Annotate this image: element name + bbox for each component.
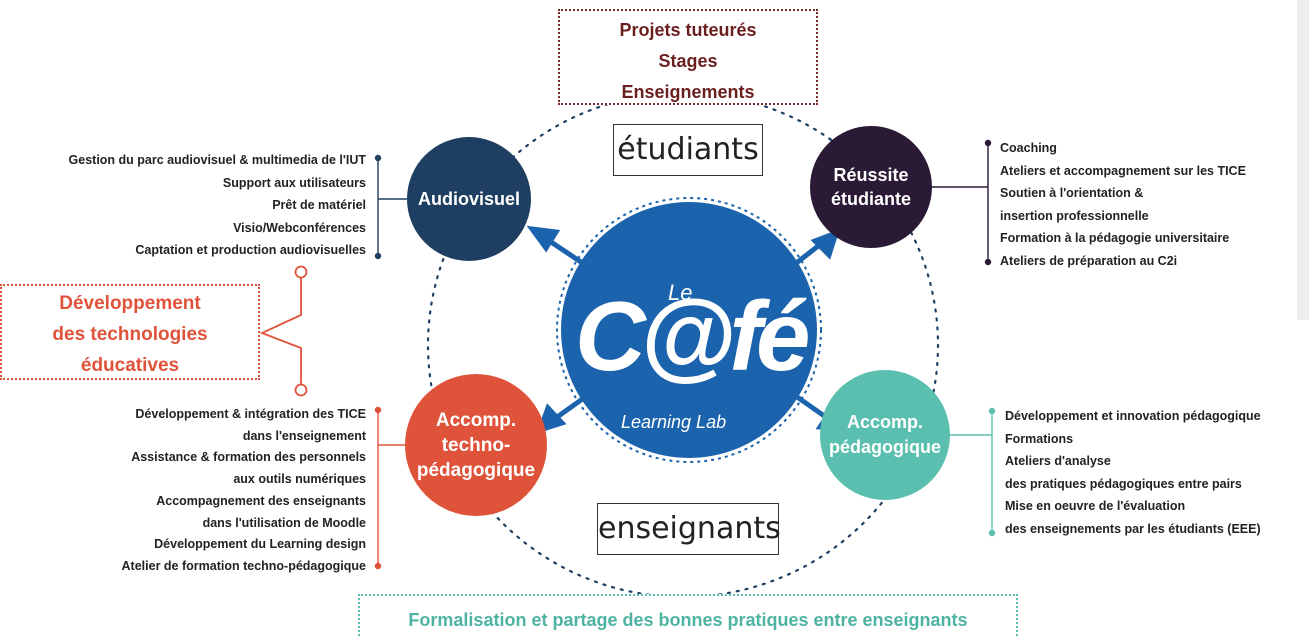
list-item: Captation et production audiovisuelles bbox=[135, 243, 366, 257]
techno-title: Accomp. techno- pédagogique bbox=[405, 374, 547, 516]
list-item: dans l'enseignement bbox=[242, 428, 366, 443]
list-item: Prêt de matériel bbox=[272, 198, 366, 212]
audiovisuel-bracket bbox=[374, 154, 407, 260]
list-item: Ateliers d'analyse bbox=[1005, 454, 1111, 468]
reussite-title: Réussite étudiante bbox=[811, 126, 931, 248]
list-item: Support aux utilisateurs bbox=[222, 175, 366, 190]
list-item: aux outils numériques bbox=[233, 472, 366, 487]
list-item: Atelier de formation techno-pédagogique bbox=[121, 558, 366, 573]
reussite-circle bbox=[810, 126, 932, 248]
list-item: des pratiques pédagogiques entre pairs bbox=[1005, 476, 1242, 491]
dev-line: éducatives bbox=[80, 355, 180, 376]
pedagogique-circle bbox=[820, 370, 950, 500]
dev-line: des technologies bbox=[52, 324, 208, 345]
techno-bracket bbox=[374, 406, 405, 570]
center-subtitle-text: Learning Lab bbox=[621, 412, 726, 432]
scrollbar-track[interactable] bbox=[1297, 0, 1309, 320]
audiovisuel-circle bbox=[407, 137, 531, 261]
audiovisuel-list: Gestion du parc audiovisuel & multimedia… bbox=[10, 149, 366, 262]
list-item: Développement du Learning design bbox=[154, 537, 366, 552]
top-line-projets: Projets tuteurés bbox=[619, 20, 757, 40]
reussite-title-line: Réussite bbox=[833, 165, 909, 185]
list-item: Coaching bbox=[1000, 141, 1057, 155]
dev-connector bbox=[259, 265, 308, 397]
list-item: dans l'utilisation de Moodle bbox=[202, 515, 366, 530]
best-practices-box: Formalisation et partage des bonnes prat… bbox=[358, 594, 1018, 636]
techno-title-line: techno- bbox=[441, 434, 511, 456]
list-item: insertion professionnelle bbox=[1000, 208, 1149, 223]
list-item: Gestion du parc audiovisuel & multimedia… bbox=[68, 153, 366, 167]
dev-tech-box: Développement des technologies éducative… bbox=[0, 284, 260, 380]
reussite-title-line: étudiante bbox=[830, 189, 911, 209]
list-item: Soutien à l'orientation & bbox=[1000, 186, 1144, 200]
techno-title-line: Accomp. bbox=[435, 409, 517, 431]
list-item: Visio/Webconférences bbox=[233, 220, 366, 235]
audiovisuel-title: Audiovisuel bbox=[417, 189, 520, 209]
techno-list: Développement & intégration des TICE dan… bbox=[40, 404, 366, 578]
center-le-text: Le bbox=[668, 280, 692, 305]
center-circle-border bbox=[556, 197, 822, 463]
pedagogique-list: Développement et innovation pédagogique … bbox=[1005, 405, 1309, 540]
reussite-list: Coaching Ateliers et accompagnement sur … bbox=[1000, 137, 1300, 272]
list-item: Développement & intégration des TICE bbox=[135, 407, 366, 421]
list-item: Assistance & formation des personnels bbox=[131, 450, 366, 465]
top-activities-box: Projets tuteurés Stages Enseignements bbox=[558, 9, 818, 105]
list-item: Accompagnement des enseignants bbox=[156, 493, 366, 508]
top-line-enseignements: Enseignements bbox=[621, 82, 755, 102]
students-label: étudiants bbox=[613, 124, 763, 176]
techno-title-line: pédagogique bbox=[416, 459, 536, 481]
top-line-stages: Stages bbox=[658, 51, 718, 71]
center-cafe-text: C@fé bbox=[575, 281, 808, 391]
list-item: des enseignements par les étudiants (EEE… bbox=[1005, 521, 1261, 536]
pedagogique-bracket bbox=[950, 407, 996, 537]
pedagogique-title: Accomp. pédagogique bbox=[820, 370, 950, 500]
pedagogique-title-line: Accomp. bbox=[846, 412, 924, 432]
list-item: Formations bbox=[1005, 431, 1074, 446]
reussite-bracket bbox=[932, 139, 992, 266]
techno-circle bbox=[405, 374, 547, 516]
list-item: Formation à la pédagogie universitaire bbox=[1000, 231, 1230, 245]
list-item: Ateliers de préparation au C2i bbox=[1000, 253, 1178, 268]
list-item: Développement et innovation pédagogique bbox=[1005, 409, 1261, 423]
dev-line: Développement bbox=[59, 293, 201, 314]
teachers-label: enseignants bbox=[597, 503, 781, 555]
list-item: Mise en oeuvre de l'évaluation bbox=[1005, 499, 1186, 513]
pedagogique-title-line: pédagogique bbox=[829, 437, 941, 457]
center-circle bbox=[561, 202, 817, 458]
list-item: Ateliers et accompagnement sur les TICE bbox=[1000, 163, 1246, 178]
